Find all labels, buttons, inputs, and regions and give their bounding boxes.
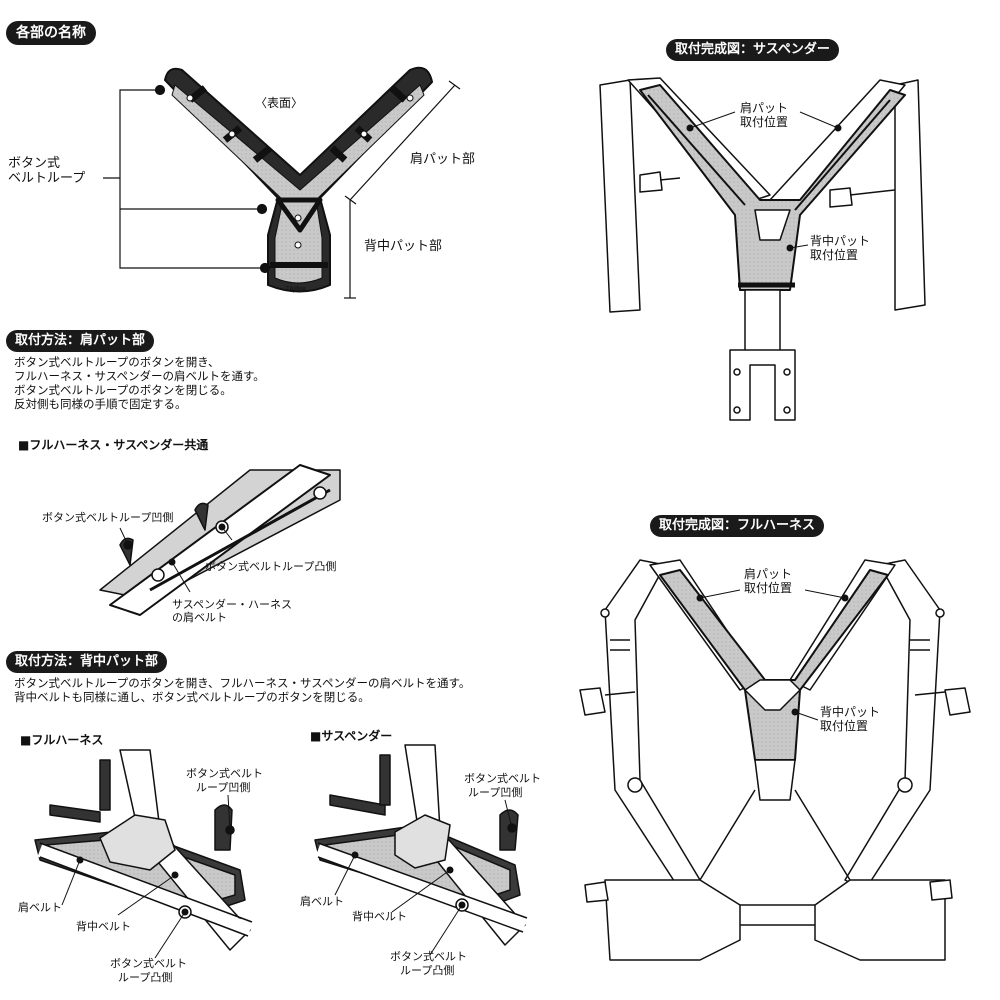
suspender-concave-1: ボタン式ベルト [464,772,541,785]
back-method-line-2: 背中ベルトも同様に通し、ボタン式ベルトループのボタンを閉じる。 [14,690,370,704]
suspender-back-pos-2: 取付位置 [810,248,859,262]
button-loop-label-2: ベルトループ [8,171,86,186]
harness-shoulder-pos-1: 肩パット [744,567,793,581]
harness-concave-1: ボタン式ベルト [186,767,263,780]
back-method-line-1: ボタン式ベルトループのボタンを開き、フルハーネス・サスペンダーの肩ベルトを通す。 [14,676,471,690]
suspender-back-belt: 背中ベルト [352,910,407,923]
section-method-back: 取付方法：背中パット部 [6,651,168,673]
pad-callouts [103,80,461,299]
suspender-back-pos-1: 背中パット [810,234,871,248]
harness-back-belt: 背中ベルト [76,920,131,933]
suspender-concave-2: ループ凹側 [468,786,523,799]
complete-harness-diagram [579,559,971,961]
label-belt-1: サスペンダー・ハーネス [172,598,293,611]
harness-convex-1: ボタン式ベルト [110,957,187,970]
harness-back-pos-2: 取付位置 [820,719,869,733]
back-attach-harness-diagram [34,749,253,951]
shoulder-attach-diagram [99,464,341,616]
section-method-shoulder: 取付方法：肩パット部 [6,330,155,352]
suspender-shoulder-belt: 肩ベルト [300,895,344,908]
back-attach-suspender-diagram [314,744,528,946]
suspender-convex-2: ループ凸側 [400,964,455,977]
common-heading: ■フルハーネス・サスペンダー共通 [18,438,209,452]
shoulder-method-line-1: ボタン式ベルトループのボタンを開き、 [14,355,220,369]
shoulder-method-line-3: ボタン式ベルトループのボタンを閉じる。 [14,383,232,397]
button-loop-label-1: ボタン式 [8,156,61,171]
suspender-shoulder-pos-2: 取付位置 [740,115,789,129]
section-complete-harness: 取付完成図：フルハーネス [650,515,825,537]
harness-shoulder-belt: 肩ベルト [18,901,62,914]
section-complete-suspender: 取付完成図：サスペンダー [666,39,839,61]
label-concave: ボタン式ベルトループ凹側 [42,511,174,524]
label-belt-2: の肩ベルト [172,611,227,624]
section-parts-names: 各部の名称 [6,21,96,45]
harness-concave-2: ループ凹側 [196,781,251,794]
shoulder-method-line-2: フルハーネス・サスペンダーの肩ベルトを通す。 [14,369,265,383]
surface-label: 〈表面〉 [255,96,304,110]
harness-back-pos-1: 背中パット [820,705,881,719]
complete-suspender-diagram [599,77,926,421]
tajima-logo-text: TAJIMA [286,286,307,293]
harness-shoulder-pos-2: 取付位置 [744,581,793,595]
back-pad-label: 背中パット部 [364,239,443,254]
harness-heading: ■フルハーネス [20,733,104,747]
label-convex: ボタン式ベルトループ凸側 [205,560,337,573]
suspender-heading: ■サスペンダー [310,729,393,743]
harness-convex-2: ループ凸側 [118,971,173,984]
suspender-convex-1: ボタン式ベルト [390,950,467,963]
pad-diagram [164,66,433,293]
shoulder-method-line-4: 反対側も同様の手順で固定する。 [14,397,187,411]
shoulder-pad-label: 肩パット部 [410,152,476,167]
suspender-shoulder-pos-1: 肩パット [740,101,789,115]
